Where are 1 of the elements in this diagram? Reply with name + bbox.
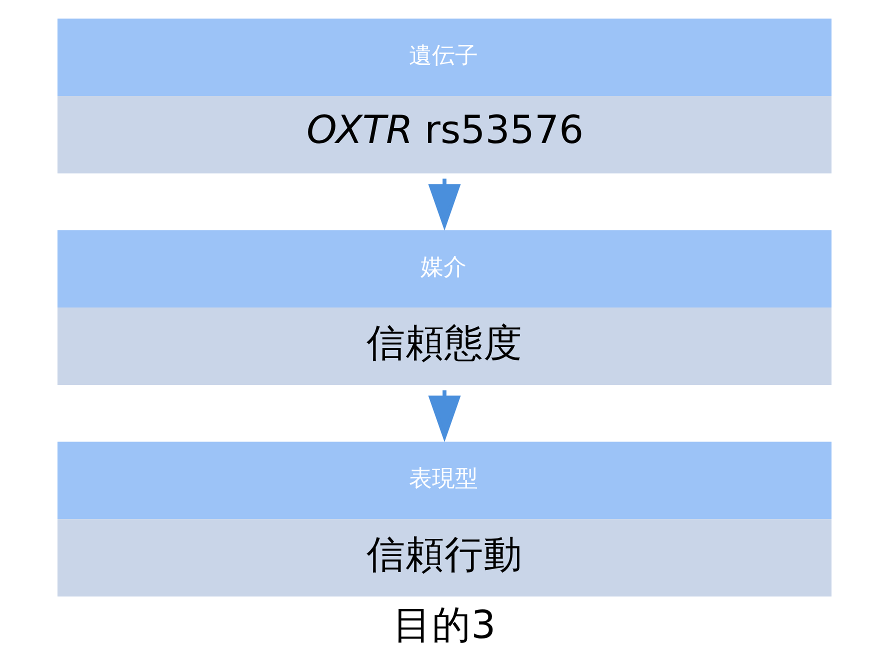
caption: 目的3 bbox=[393, 602, 496, 648]
